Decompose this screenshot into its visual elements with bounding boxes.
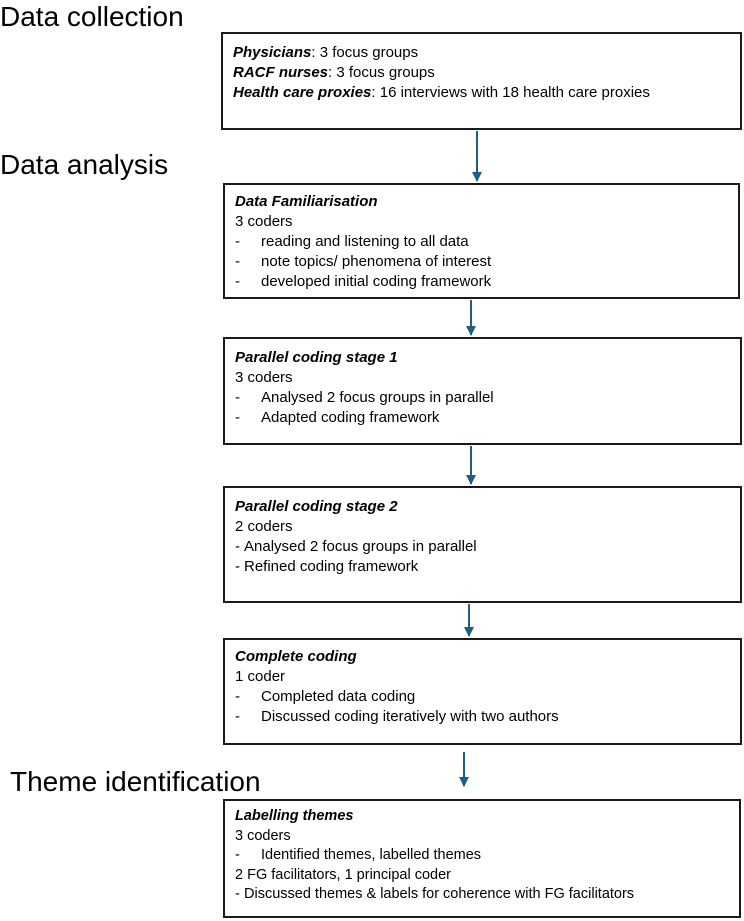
list-item-text: Analysed 2 focus groups in parallel bbox=[244, 538, 477, 555]
list-item: - Identified themes, labelled themes bbox=[235, 846, 731, 866]
coder-count-secondary: 2 FG facilitators, 1 principal coder bbox=[235, 866, 451, 883]
collection-row-health-care-proxies: Health care proxies: 16 interviews with … bbox=[233, 83, 732, 103]
collection-label: Physicians bbox=[233, 44, 312, 61]
bullet-dash: - bbox=[235, 558, 240, 575]
list-item: - Discussed coding iteratively with two a… bbox=[235, 707, 732, 727]
list-item: - Completed data coding bbox=[235, 687, 732, 707]
list-item-text: Discussed coding iteratively with two au… bbox=[261, 708, 559, 725]
coder-count: 1 coder bbox=[235, 668, 286, 685]
box-title: Parallel coding stage 2 bbox=[235, 498, 398, 515]
list-item-text: reading and listening to all data bbox=[261, 233, 469, 250]
collection-row-physicians: Physicians: 3 focus groups bbox=[233, 43, 732, 63]
list-item: - developed initial coding framework bbox=[235, 272, 730, 292]
bullet-dash: - bbox=[235, 708, 240, 725]
bullet-dash: - bbox=[235, 389, 240, 406]
box-title: Complete coding bbox=[235, 648, 357, 665]
box-title: Labelling themes bbox=[235, 808, 354, 824]
bullet-dash: - bbox=[235, 273, 240, 290]
parallel-coding-stage-2-box: Parallel coding stage 2 2 coders -Analys… bbox=[223, 486, 742, 603]
collection-detail: : 3 focus groups bbox=[311, 44, 419, 61]
list-item: -Analysed 2 focus groups in parallel bbox=[235, 537, 732, 557]
bullet-dash: - bbox=[235, 253, 240, 270]
bullet-dash: - bbox=[235, 409, 240, 426]
list-item-text: Refined coding framework bbox=[244, 558, 419, 575]
section-heading-data-analysis: Data analysis bbox=[0, 149, 169, 180]
list-item-text: Identified themes, labelled themes bbox=[261, 847, 482, 863]
coder-count: 3 coders bbox=[235, 827, 291, 844]
box-title: Data Familiarisation bbox=[235, 193, 378, 210]
data-collection-box: Physicians: 3 focus groups RACF nurses: … bbox=[221, 32, 742, 130]
list-item-text: developed initial coding framework bbox=[261, 273, 492, 290]
complete-coding-box: Complete coding 1 coder - Completed data … bbox=[223, 638, 742, 745]
bullet-dash: - bbox=[235, 847, 240, 863]
coder-count: 3 coders bbox=[235, 369, 293, 386]
bullet-dash: - bbox=[235, 233, 240, 250]
collection-label: Health care proxies bbox=[233, 84, 372, 101]
list-item-text: Adapted coding framework bbox=[261, 409, 440, 426]
labelling-themes-box: Labelling themes 3 coders - Identified th… bbox=[223, 799, 741, 918]
coder-count: 2 coders bbox=[235, 518, 293, 535]
list-item: -Discussed themes & labels for coherence… bbox=[235, 885, 731, 905]
bullet-dash: - bbox=[235, 688, 240, 705]
bullet-dash: - bbox=[235, 538, 240, 555]
collection-row-racf-nurses: RACF nurses: 3 focus groups bbox=[233, 63, 732, 83]
list-item: - Analysed 2 focus groups in parallel bbox=[235, 388, 732, 408]
coder-count: 3 coders bbox=[235, 213, 293, 230]
list-item: -Refined coding framework bbox=[235, 557, 732, 577]
list-item-text: Discussed themes & labels for coherence … bbox=[244, 886, 635, 902]
collection-detail: : 3 focus groups bbox=[328, 64, 435, 81]
bullet-dash: - bbox=[235, 886, 240, 902]
parallel-coding-stage-1-box: Parallel coding stage 1 3 coders - Analys… bbox=[223, 337, 742, 445]
list-item-text: Analysed 2 focus groups in parallel bbox=[261, 389, 494, 406]
section-heading-data-collection: Data collection bbox=[0, 1, 184, 32]
box-title: Parallel coding stage 1 bbox=[235, 349, 398, 366]
collection-label: RACF nurses bbox=[233, 64, 329, 81]
list-item-text: note topics/ phenomena of interest bbox=[261, 253, 492, 270]
data-familiarisation-box: Data Familiarisation 3 coders - reading a… bbox=[223, 183, 740, 299]
section-heading-theme-identification: Theme identification bbox=[10, 766, 261, 797]
list-item: - Adapted coding framework bbox=[235, 408, 732, 428]
collection-detail: : 16 interviews with 18 health care prox… bbox=[371, 84, 650, 101]
list-item-text: Completed data coding bbox=[261, 688, 416, 705]
list-item: - reading and listening to all data bbox=[235, 232, 730, 252]
list-item: - note topics/ phenomena of interest bbox=[235, 252, 730, 272]
